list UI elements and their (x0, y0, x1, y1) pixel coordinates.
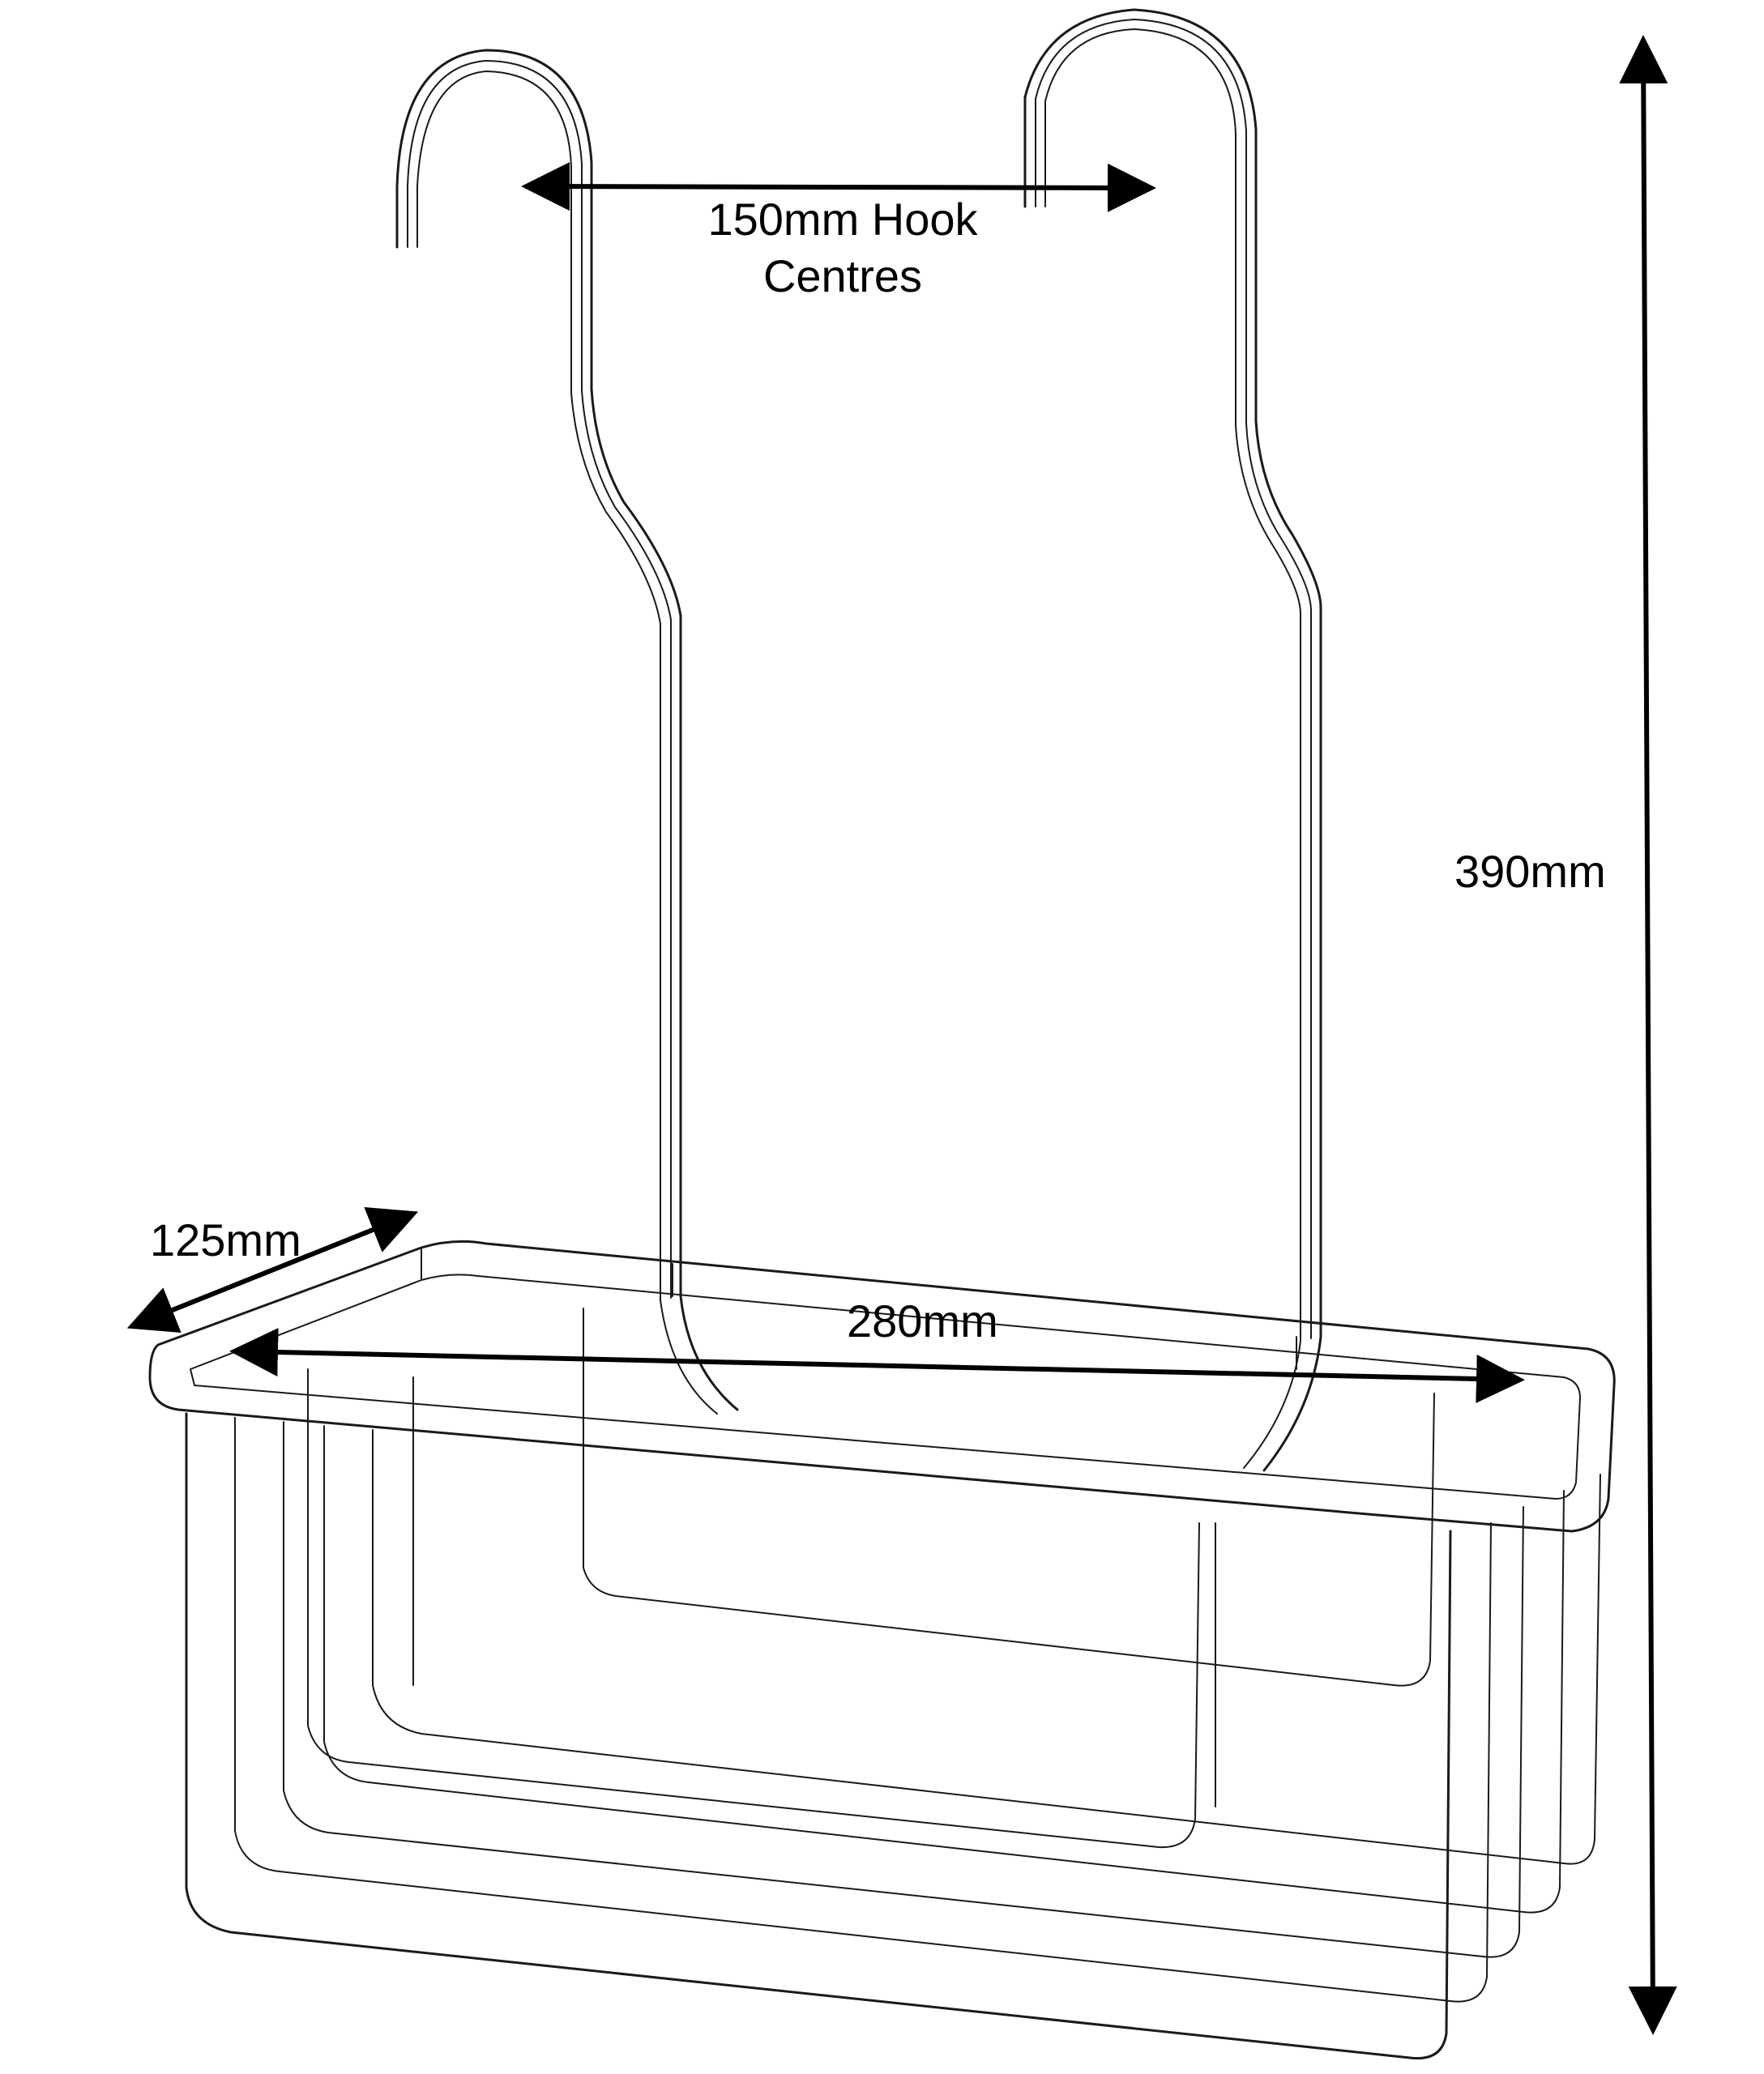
hook-centres-arrow (521, 162, 1156, 212)
basket-front-wires (185, 1412, 1601, 2060)
depth-label: 125mm (150, 1214, 301, 1265)
hook-centres-dimension: 150mm Hook Centres (521, 162, 1156, 301)
left-hook-wire (395, 49, 739, 1415)
height-dimension: 390mm (1454, 35, 1677, 2035)
depth-arrow (126, 1207, 419, 1333)
basket-inner-frame (307, 1308, 1435, 1849)
height-label: 390mm (1454, 846, 1606, 897)
right-hook-wire (1023, 8, 1322, 1472)
width-arrow (229, 1328, 1525, 1403)
hook-centres-label-line1: 150mm Hook (707, 194, 978, 245)
height-arrow (1619, 35, 1677, 2035)
depth-dimension: 125mm (126, 1207, 419, 1333)
width-dimension: 280mm (229, 1295, 1525, 1403)
width-label: 280mm (847, 1295, 998, 1346)
basket-top-rim (148, 1240, 1616, 1533)
hook-centres-label-line2: Centres (763, 250, 922, 301)
